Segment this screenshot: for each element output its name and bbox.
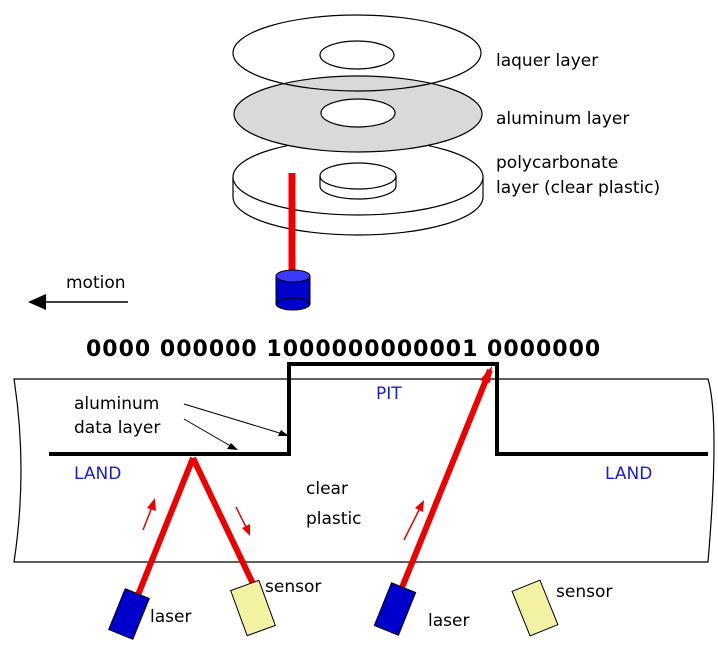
polycarbonate-disc: [232, 138, 484, 236]
sensor-2-label: sensor: [556, 582, 612, 602]
laquer-disc: [232, 14, 482, 92]
laser-unit-2: [373, 582, 417, 636]
laser-2-label: laser: [428, 611, 469, 631]
pit-label: PIT: [376, 384, 402, 404]
clear-plastic-line2: plastic: [306, 509, 362, 529]
polycarbonate-label-line2: layer (clear plastic): [496, 178, 660, 198]
disc-laser-unit: [275, 269, 311, 311]
land-beams: [133, 456, 258, 602]
polycarbonate-label-line1: polycarbonate: [496, 153, 618, 173]
laser-unit-1: [108, 588, 150, 640]
cross-section-body: [13, 378, 715, 563]
sensor-1-label: sensor: [265, 577, 321, 597]
sensor-unit-2: [511, 579, 559, 637]
laser-1-label: laser: [150, 607, 191, 627]
aluminum-disc: [233, 75, 483, 153]
motion-label: motion: [66, 273, 126, 293]
aluminum-data-layer: [49, 362, 708, 456]
land-direction-arrows: [142, 498, 250, 536]
land-right-label: LAND: [605, 464, 652, 484]
land-left-label: LAND: [74, 464, 121, 484]
sensor-unit-1: [230, 579, 276, 637]
pit-beam-tip-arrow: [480, 366, 492, 383]
aluminum-pointers: [183, 403, 289, 450]
aluminum-data-label-line1: aluminum: [74, 394, 159, 414]
aluminum-layer-label: aluminum layer: [496, 109, 629, 129]
motion-arrow: [28, 294, 128, 310]
pit-beam: [398, 368, 493, 592]
pit-direction-arrow: [403, 500, 424, 541]
clear-plastic-line1: clear: [306, 479, 348, 499]
aluminum-data-label-line2: data layer: [74, 418, 160, 438]
laquer-layer-label: laquer layer: [496, 51, 598, 71]
bit-sequence: 0000 000000 1000000000001 0000000: [86, 337, 601, 362]
